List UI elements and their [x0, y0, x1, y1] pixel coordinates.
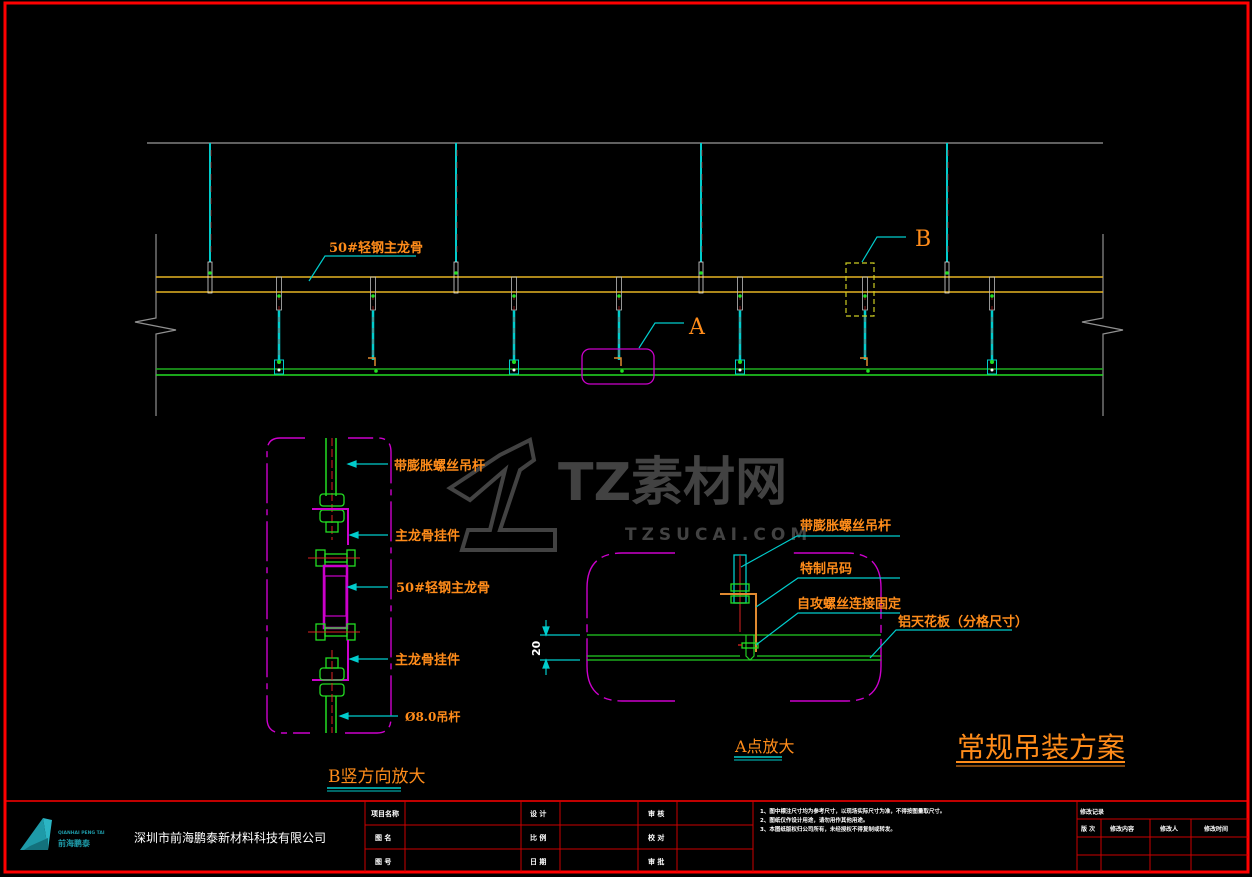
lower-hanger-rod — [860, 276, 870, 373]
upper-hanger-rod — [453, 143, 459, 294]
watermark-url: TZSUCAI.COM — [625, 525, 812, 545]
detail-b-outline — [266, 437, 392, 734]
revision-header: 修改记录 — [1079, 808, 1104, 816]
title-block-grid — [364, 801, 1248, 872]
detail-b-leaders — [338, 460, 398, 720]
revision-col-person: 修改人 — [1159, 825, 1179, 833]
watermark-brand: TZ素材网 — [558, 453, 787, 513]
note-2: 2、图纸仅作设计用途，请勿用作其他用途。 — [760, 816, 868, 824]
field-approver: 审 批 — [648, 857, 664, 866]
note-1: 1、图中標注尺寸均为参考尺寸，以现场实际尺寸为准，不得按图量取尺寸。 — [760, 807, 945, 815]
callout-a-region — [581, 348, 655, 385]
detail-a-leaders — [740, 535, 1012, 659]
revision-col-content: 修改内容 — [1109, 825, 1134, 833]
callout-b-region — [845, 262, 875, 317]
runner-label: 50#轻钢主龙骨 — [329, 240, 423, 256]
revision-col-time: 修改时间 — [1203, 825, 1228, 833]
field-date: 日 期 — [530, 857, 546, 866]
detail-b: 带膨胀螺丝吊杆 主龙骨挂件 50#轻钢主龙骨 主龙骨挂件 Ø8.0吊杆 B竖方向… — [266, 437, 490, 792]
detail-b-label-rod: 带膨胀螺丝吊杆 — [394, 458, 485, 474]
detail-a-hanger-clip — [720, 593, 757, 652]
left-wall-break — [134, 234, 177, 416]
company-logo-icon — [20, 818, 52, 850]
lower-hanger-rod — [735, 276, 745, 375]
detail-b-hanger-bracket-lower — [312, 640, 349, 681]
field-reviewer: 审 核 — [648, 809, 664, 818]
detail-a-title: A点放大 — [734, 737, 795, 756]
callout-a-label: A — [688, 315, 706, 340]
detail-a-label-panel: 铝天花板（分格尺寸） — [898, 614, 1028, 630]
title-block: QIANHAI PENG TAI 前海鹏泰 深圳市前海鹏泰新材料科技有限公司 项… — [4, 800, 1249, 873]
detail-a-nuts — [730, 583, 750, 604]
company-name: 深圳市前海鹏泰新材料科技有限公司 — [134, 830, 326, 845]
lower-hanger-rod — [987, 276, 997, 375]
note-3: 3、本图纸版权归公司所有，未经授权不得复制或转发。 — [760, 825, 896, 833]
callout-b-leader — [861, 236, 906, 263]
upper-hanger-rod — [207, 143, 213, 294]
detail-b-hanger-bracket-upper — [312, 508, 349, 545]
runner-label-leader — [308, 255, 416, 282]
watermark-logo-icon — [446, 437, 557, 552]
field-designer: 设 计 — [530, 809, 546, 818]
detail-b-title: B竖方向放大 — [328, 767, 426, 787]
lower-hanger-rod — [509, 276, 519, 375]
detail-b-label-rod-dia: Ø8.0吊杆 — [405, 709, 460, 724]
lower-hanger-rod — [368, 276, 378, 373]
detail-a-screw — [738, 642, 759, 649]
callout-b-label: B — [915, 227, 931, 252]
detail-a-dimension-value: 20 — [530, 640, 543, 656]
field-checker: 校 对 — [648, 833, 664, 842]
detail-a-label-screw: 自攻螺丝连接固定 — [797, 596, 901, 612]
logo-text-en: QIANHAI PENG TAI — [58, 830, 105, 836]
field-project-name: 项目名称 — [371, 809, 399, 818]
detail-b-runner-inner — [324, 575, 347, 617]
lower-hanger-rod — [274, 276, 284, 375]
right-wall-break — [1081, 234, 1124, 416]
detail-b-runner-section — [322, 564, 349, 630]
upper-hanger-rod — [698, 143, 704, 294]
field-drawing-number: 图 号 — [375, 857, 391, 866]
detail-b-label-runner: 50#轻钢主龙骨 — [396, 580, 490, 596]
lower-hanger-rod — [614, 276, 624, 373]
detail-a-dimension — [540, 620, 580, 675]
detail-a-outline — [586, 552, 882, 702]
callout-a-leader — [638, 322, 684, 349]
revision-col-version: 版 次 — [1080, 825, 1095, 833]
watermark: TZ素材网 TZSUCAI.COM — [446, 437, 812, 552]
detail-b-label-hanger-1: 主龙骨挂件 — [395, 528, 460, 544]
drawing-title: 常规吊装方案 — [957, 731, 1125, 764]
logo-text-cn: 前海鹏泰 — [58, 838, 91, 848]
elevation-view: A B 50#轻钢主龙骨 — [134, 142, 1124, 416]
field-drawing-name: 图 名 — [375, 833, 391, 842]
detail-b-label-hanger-2: 主龙骨挂件 — [395, 652, 460, 668]
upper-hanger-rod — [944, 143, 950, 294]
detail-a: 20 带膨胀螺丝吊杆 特制吊码 自攻螺丝连接固定 铝天花板（分格尺寸） A点放大 — [530, 518, 1028, 761]
detail-a-panel-joint — [745, 635, 755, 661]
field-scale: 比 例 — [530, 833, 546, 842]
detail-a-label-rod: 带膨胀螺丝吊杆 — [800, 518, 891, 534]
detail-a-label-clip: 特制吊码 — [800, 561, 852, 577]
